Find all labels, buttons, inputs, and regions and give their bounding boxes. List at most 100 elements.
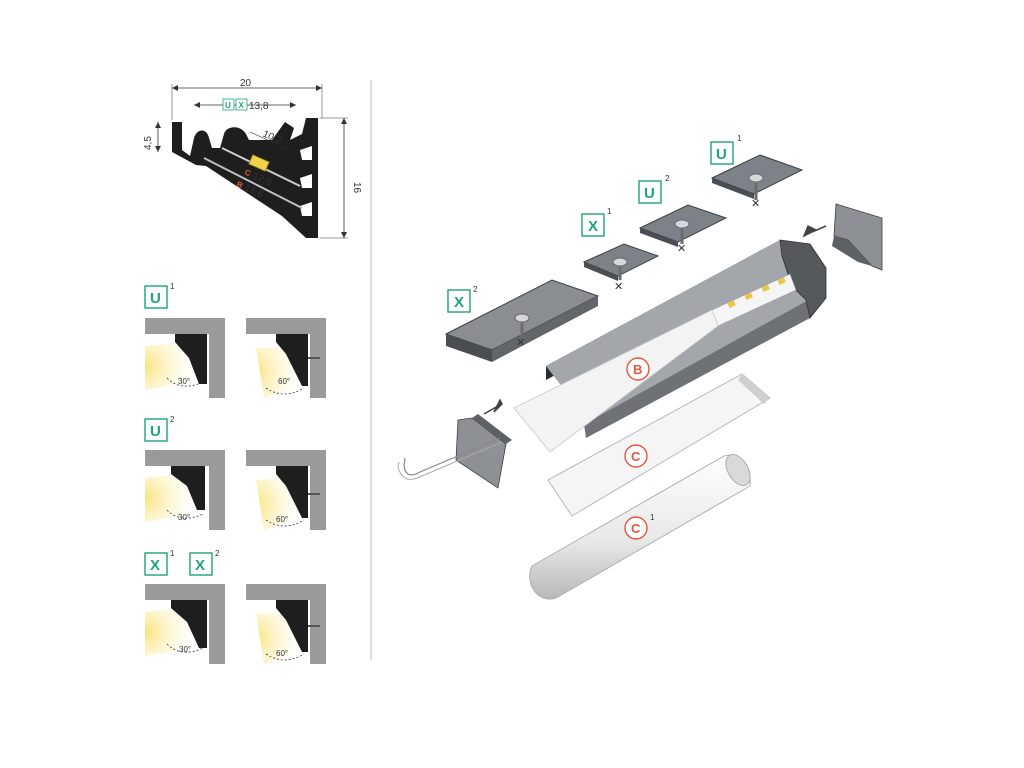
mount-tag-sup: 1 — [170, 549, 175, 558]
angle-label: 30° — [178, 513, 190, 522]
cover-b-letter: B — [633, 362, 642, 377]
led-strip — [248, 154, 270, 172]
mount-tag-sup: 1 — [170, 282, 175, 291]
angle-arc — [265, 387, 305, 395]
x-tag-box-small — [235, 98, 248, 111]
diffuser-b-line — [203, 157, 303, 209]
mounting-row-3: X 1 X 2 30° 60° — [144, 549, 326, 664]
cover-c1-sup: 1 — [650, 513, 655, 522]
mount-tag-letter: X — [150, 557, 160, 574]
clip-cross-icon: ✕ — [614, 281, 623, 293]
cover-c-letter: C — [631, 449, 641, 464]
thumb-60deg: 60° — [246, 318, 326, 398]
dim-height-arrow-b — [341, 232, 347, 238]
cover-c-badge — [624, 444, 648, 468]
led-chip — [761, 284, 770, 292]
dim-line-strip — [249, 131, 291, 151]
mount-tag-sup: 2 — [215, 549, 220, 558]
mount-tag-box — [189, 552, 213, 576]
light-beam — [145, 342, 195, 390]
mounting-row-2: U 2 30° 60° — [144, 415, 326, 530]
rail-side — [446, 334, 492, 362]
clip-u2-tag-sup: 2 — [665, 174, 670, 183]
dim-inner-arrow-l — [194, 102, 200, 108]
mount-tag-box — [144, 552, 168, 576]
end-cap-body — [455, 417, 507, 489]
dim-height-label: 16 — [351, 182, 362, 194]
clip-x2: ✕ X 2 — [444, 279, 600, 362]
profile-bottom-face — [584, 300, 810, 438]
end-cap-left — [397, 398, 512, 489]
clip-cross-icon: ✕ — [516, 337, 525, 349]
thumb-30deg: 30° — [145, 318, 225, 398]
dim-lip-arrow-b — [155, 146, 161, 152]
led-chip — [727, 300, 736, 308]
cover-c: C — [547, 373, 771, 517]
clip-x2-tag-sup: 2 — [473, 285, 478, 294]
dim-lip-label: 4,5 — [143, 136, 154, 150]
angle-label: 30° — [179, 645, 191, 654]
profile-mini — [175, 334, 207, 384]
clip-u1-tag-box — [710, 141, 734, 165]
cover-c-edge — [738, 374, 770, 404]
thumb-30deg: 30° — [145, 584, 225, 664]
mounting-row-1: U 1 30° 60° — [144, 282, 326, 398]
clip-x1-tag-box — [581, 213, 605, 237]
dim-arrow-right — [316, 85, 322, 91]
clip-u1-tag-sup: 1 — [737, 134, 742, 143]
clip-u2-tag-letter: U — [644, 185, 655, 202]
clip-x2-tag-box — [447, 289, 471, 313]
arrow-icon — [483, 398, 503, 415]
clip-plate-edge — [584, 262, 618, 281]
clip-x1-tag-letter: X — [588, 218, 598, 235]
cover-c1-letter: C — [631, 521, 641, 536]
clip-cross-icon: ✕ — [751, 198, 760, 210]
b-tag-small: B — [235, 180, 244, 191]
arrow-icon — [802, 224, 827, 238]
exploded-view: ✕ U 1 ✕ U 2 ✕ X 1 — [397, 134, 883, 600]
angle-label: 60° — [276, 649, 288, 658]
light-beam — [145, 608, 195, 656]
profile-mini — [276, 466, 308, 518]
thumb-30deg: 30° — [145, 450, 225, 530]
clip-cross-icon: ✕ — [677, 243, 686, 255]
main-profile: B — [513, 239, 827, 453]
cross-section-drawing: 20 U X 13,8 4,5 16 10,2 C 12,6 B 15,6 — [143, 78, 362, 239]
mount-tag-box — [144, 418, 168, 442]
end-cap-face — [472, 414, 512, 444]
clip-plate-edge — [712, 178, 754, 199]
led-chip — [744, 292, 753, 300]
clip-screw-head — [674, 219, 690, 229]
u-tag-box-small — [222, 98, 235, 111]
c-tag-small: C — [243, 168, 252, 179]
clip-plate-edge — [640, 228, 678, 247]
dim-width-label: 20 — [240, 78, 252, 89]
cover-c1-end — [725, 454, 751, 486]
mount-tag-letter: X — [195, 557, 205, 574]
end-cap-right — [802, 203, 883, 271]
mount-tag-box — [144, 285, 168, 309]
clip-u2: ✕ U 2 — [638, 174, 728, 255]
clip-u1-tag-letter: U — [716, 146, 727, 163]
mount-tag-letter: U — [150, 290, 161, 307]
rail-front — [492, 296, 598, 362]
power-cable — [403, 437, 501, 476]
profile-notch — [300, 146, 312, 216]
u-tag-small: U — [225, 101, 231, 110]
clip-u2-tag-box — [638, 180, 662, 204]
cover-c1-badge — [624, 516, 648, 540]
diffuser-b — [513, 309, 719, 453]
angle-arc — [265, 519, 305, 527]
clip-u1: ✕ U 1 — [710, 134, 804, 210]
end-cap-face — [832, 236, 872, 266]
clip-screw-head — [748, 173, 764, 183]
profile-mini — [276, 600, 308, 652]
light-beam — [145, 474, 195, 522]
mount-tag-letter: U — [150, 423, 161, 440]
profile-end-face — [779, 239, 827, 319]
dim-inner-arrow-r — [290, 102, 296, 108]
angle-label: 30° — [178, 377, 190, 386]
clip-x2-tag-letter: X — [454, 294, 464, 311]
dim-lip-arrow-t — [155, 122, 161, 128]
